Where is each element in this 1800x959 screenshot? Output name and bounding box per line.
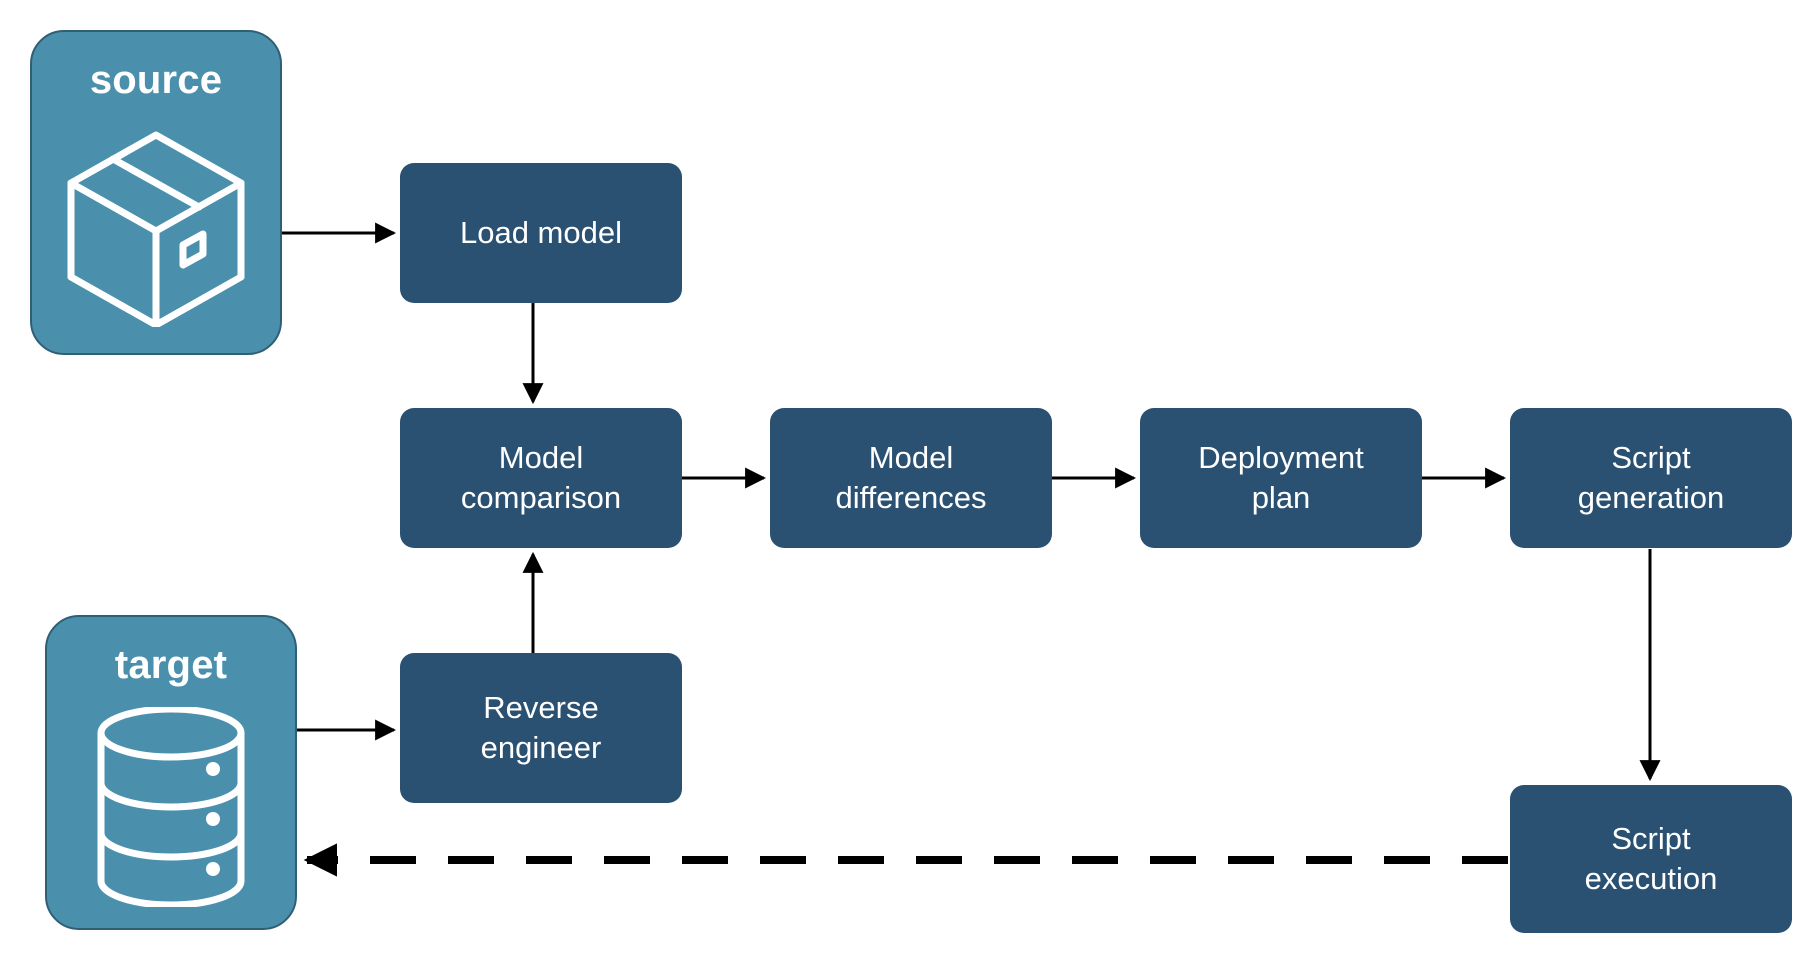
process-model-comparison[interactable]: Model comparison — [400, 408, 682, 548]
process-reverse-engineer-label: Reverse engineer — [480, 690, 602, 765]
endpoint-target[interactable]: target — [45, 615, 297, 930]
endpoint-target-label: target — [114, 643, 228, 687]
process-deployment-plan-label: Deployment plan — [1198, 440, 1364, 515]
package-box-icon — [32, 100, 280, 353]
process-load-model[interactable]: Load model — [400, 163, 682, 303]
endpoint-source-label: source — [89, 58, 223, 102]
process-script-execution-label: Script execution — [1584, 821, 1718, 896]
process-script-generation[interactable]: Script generation — [1510, 408, 1792, 548]
endpoint-source[interactable]: source — [30, 30, 282, 355]
process-load-model-label: Load model — [459, 215, 622, 251]
process-model-differences[interactable]: Model differences — [770, 408, 1052, 548]
process-script-generation-label: Script generation — [1577, 440, 1725, 515]
process-model-differences-label: Model differences — [835, 440, 987, 515]
database-cylinder-icon — [47, 685, 295, 928]
process-deployment-plan[interactable]: Deployment plan — [1140, 408, 1422, 548]
process-reverse-engineer[interactable]: Reverse engineer — [400, 653, 682, 803]
process-model-comparison-label: Model comparison — [460, 440, 622, 515]
process-script-execution[interactable]: Script execution — [1510, 785, 1792, 933]
